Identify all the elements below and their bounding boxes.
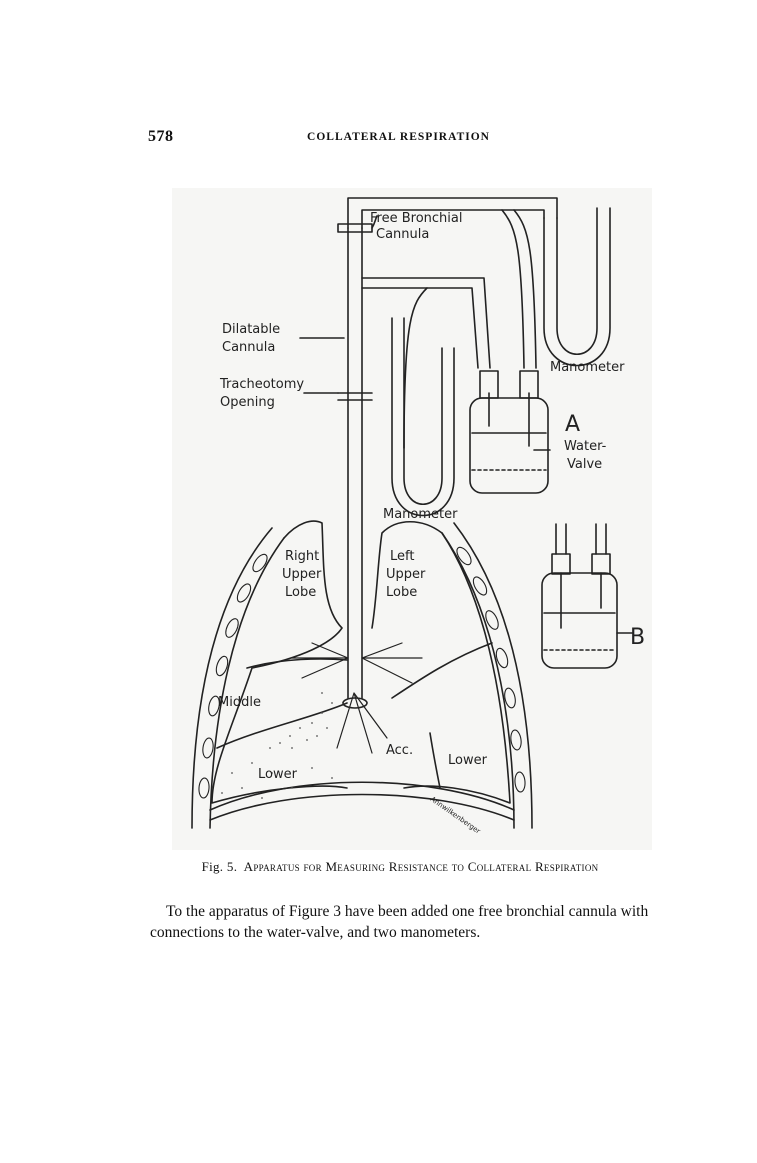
label-right-upper-3: Lobe <box>285 585 316 600</box>
dilatable-cannula-tube <box>347 227 363 699</box>
body-paragraph: To the apparatus of Figure 3 have been a… <box>150 903 649 941</box>
page-number: 578 <box>148 128 174 145</box>
label-manometer-left: Manometer <box>383 507 458 522</box>
bronchial-tree <box>291 642 423 754</box>
bottle-b <box>541 572 618 669</box>
diaphragm-inner <box>209 793 515 821</box>
tube-to-bottle-a-inner <box>513 209 537 369</box>
label-left-upper-2: Upper <box>386 567 426 582</box>
label-tracheotomy-2: Opening <box>220 395 275 410</box>
bottle-a <box>469 397 549 494</box>
caption-title: Apparatus for Measuring Resistance to Co… <box>243 859 599 874</box>
caption-fig-number: Fig. 5. <box>201 859 238 874</box>
manometer-left-outer <box>391 317 455 517</box>
figure-background <box>172 188 652 850</box>
bottle-a-inner-tubes <box>488 392 530 447</box>
tracheotomy-opening <box>337 392 373 401</box>
label-left-upper-3: Lobe <box>386 585 417 600</box>
label-right-upper-2: Upper <box>282 567 322 582</box>
label-middle: Middle <box>218 695 261 710</box>
rib-hatching <box>198 546 526 799</box>
label-valve-b-letter: B <box>630 625 645 650</box>
label-free-bronchial-1: Free Bronchial <box>370 211 462 226</box>
label-water-valve-2: Valve <box>567 457 602 472</box>
label-dilatable-1: Dilatable <box>222 322 280 337</box>
label-right-upper-1: Right <box>285 549 319 564</box>
label-water-valve-1: Water- <box>564 439 607 454</box>
stipple-area <box>221 692 333 799</box>
label-lower-left: Lower <box>448 753 488 768</box>
tube-to-bottle-a <box>501 209 525 369</box>
label-lower-right: Lower <box>258 767 298 782</box>
label-manometer-right: Manometer <box>550 360 625 375</box>
middle-tube <box>361 277 491 369</box>
cannula-tip <box>342 697 368 709</box>
manometer-left-tube <box>403 317 443 505</box>
chest-wall-left-inner <box>441 532 515 829</box>
manometer-right-tube <box>556 207 598 355</box>
figure-illustration: Free Bronchial Cannula Dilatable Cannula… <box>172 188 652 850</box>
left-lung-outline <box>371 521 511 804</box>
chest-wall-left-outer <box>453 522 533 829</box>
label-left-upper-1: Left <box>390 549 414 564</box>
bottle-b-inner-tubes <box>560 572 602 629</box>
upper-tube-inner <box>361 209 545 229</box>
left-fissure <box>391 642 493 699</box>
bottle-b-tubes <box>555 523 607 555</box>
right-horizontal-fissure <box>246 658 348 669</box>
label-free-bronchial-2: Cannula <box>376 227 429 242</box>
chest-wall-right-outer <box>191 527 273 829</box>
upper-tube <box>347 197 558 229</box>
label-tracheotomy-1: Tracheotomy <box>219 377 304 392</box>
manometer-right-outer <box>543 207 611 367</box>
middle-tube-inner <box>361 287 479 369</box>
right-oblique-fissure <box>216 702 348 749</box>
label-dilatable-2: Cannula <box>222 340 275 355</box>
leader-free-bronchial <box>371 215 378 229</box>
apparatus-drawing: Free Bronchial Cannula Dilatable Cannula… <box>172 188 652 850</box>
diaphragm <box>209 781 515 811</box>
running-head: COLLATERAL RESPIRATION <box>307 131 490 143</box>
chest-wall-right-inner <box>209 537 285 829</box>
label-water-valve-letter: A <box>565 412 580 437</box>
figure-caption: Fig. 5. Apparatus for Measuring Resistan… <box>150 858 650 876</box>
accessory-lobe-line <box>429 732 441 789</box>
label-acc: Acc. <box>386 743 413 758</box>
right-lung-outline <box>211 520 348 804</box>
